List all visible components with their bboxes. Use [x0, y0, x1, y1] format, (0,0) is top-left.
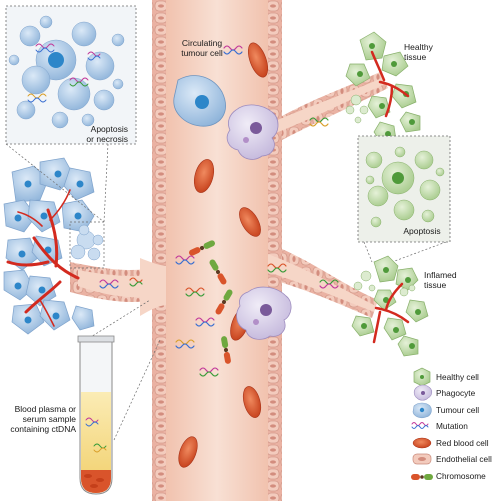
legend-label-chromosome: Chromosome [436, 471, 486, 481]
legend-item-phagocyte: Phagocyte [410, 386, 492, 402]
inset-apoptosis [357, 135, 451, 263]
cfdna-fragments [99, 45, 339, 377]
circulating-tumour-cell-label: Circulating tumour cell [181, 38, 223, 58]
healthy-tissue-label: Healthy tissue [404, 42, 433, 62]
healthy-cell-icon [413, 367, 431, 387]
blood-sample-label: Blood plasma or serum sample containing … [10, 404, 76, 434]
legend-item-red-blood-cell: Red blood cell [410, 436, 492, 452]
phagocyte-upper [226, 104, 279, 160]
legend-item-healthy-cell: Healthy cell [410, 370, 492, 386]
legend-label-healthy-cell: Healthy cell [436, 372, 479, 382]
main-blood-vessel [70, 0, 388, 501]
chromosomes [189, 240, 233, 364]
circulating-tumour-cell [173, 75, 226, 127]
inset-apoptosis-or-necrosis [5, 5, 137, 223]
tumour-cell-icon [412, 402, 432, 419]
inflamed-tissue-label: Inflamed tissue [424, 270, 457, 290]
red-blood-cell-icon [412, 437, 432, 449]
blood-sample-tube [77, 299, 161, 495]
legend-item-mutation: Mutation [410, 419, 492, 435]
apoptosis-or-necrosis-label: Apoptosis or necrosis [86, 124, 128, 144]
legend-label-red-blood-cell: Red blood cell [436, 438, 489, 448]
legend-item-chromosome: Chromosome [410, 469, 492, 485]
legend-label-tumour-cell: Tumour cell [436, 405, 480, 415]
legend-item-endothelial-cell: Endothelial cell [410, 452, 492, 468]
endothelial-cell-icon [412, 453, 432, 465]
inflamed-tissue [351, 255, 429, 357]
legend-label-endothelial-cell: Endothelial cell [436, 454, 492, 464]
tumour-tissue [3, 157, 105, 335]
legend-icons [411, 367, 433, 480]
apoptosis-label: Apoptosis [403, 226, 441, 236]
legend-label-mutation: Mutation [436, 421, 468, 431]
healthy-tissue [345, 31, 421, 145]
legend-item-tumour-cell: Tumour cell [410, 403, 492, 419]
legend-label-phagocyte: Phagocyte [436, 388, 476, 398]
phagocyte-lower [236, 286, 292, 340]
mutation-icon [411, 422, 429, 429]
chromosome-icon [411, 474, 433, 480]
phagocyte-icon [413, 384, 433, 401]
